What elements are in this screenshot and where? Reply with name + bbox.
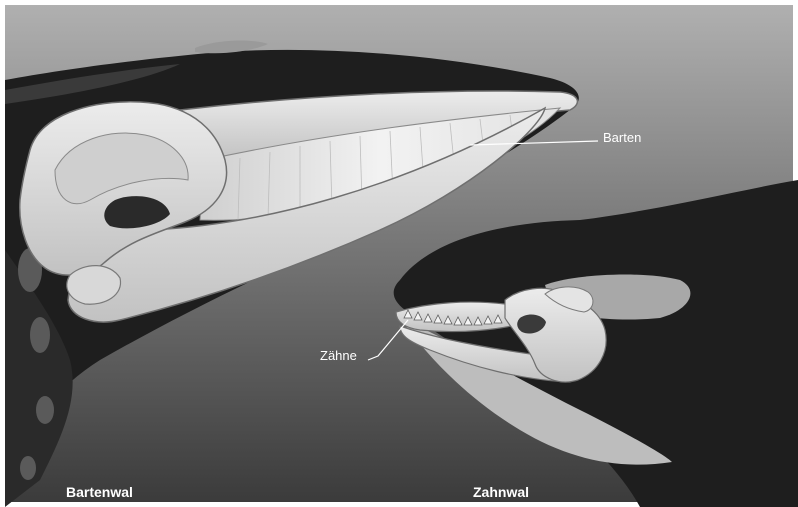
throat-spot	[20, 456, 36, 480]
throat-spot	[36, 396, 54, 424]
toothed-whale-caption: Zahnwal	[473, 484, 529, 500]
baleen-whale-caption: Bartenwal	[66, 484, 133, 500]
teeth-label: Zähne	[320, 348, 357, 363]
baleen-label: Barten	[603, 130, 641, 145]
throat-spot	[30, 317, 50, 353]
